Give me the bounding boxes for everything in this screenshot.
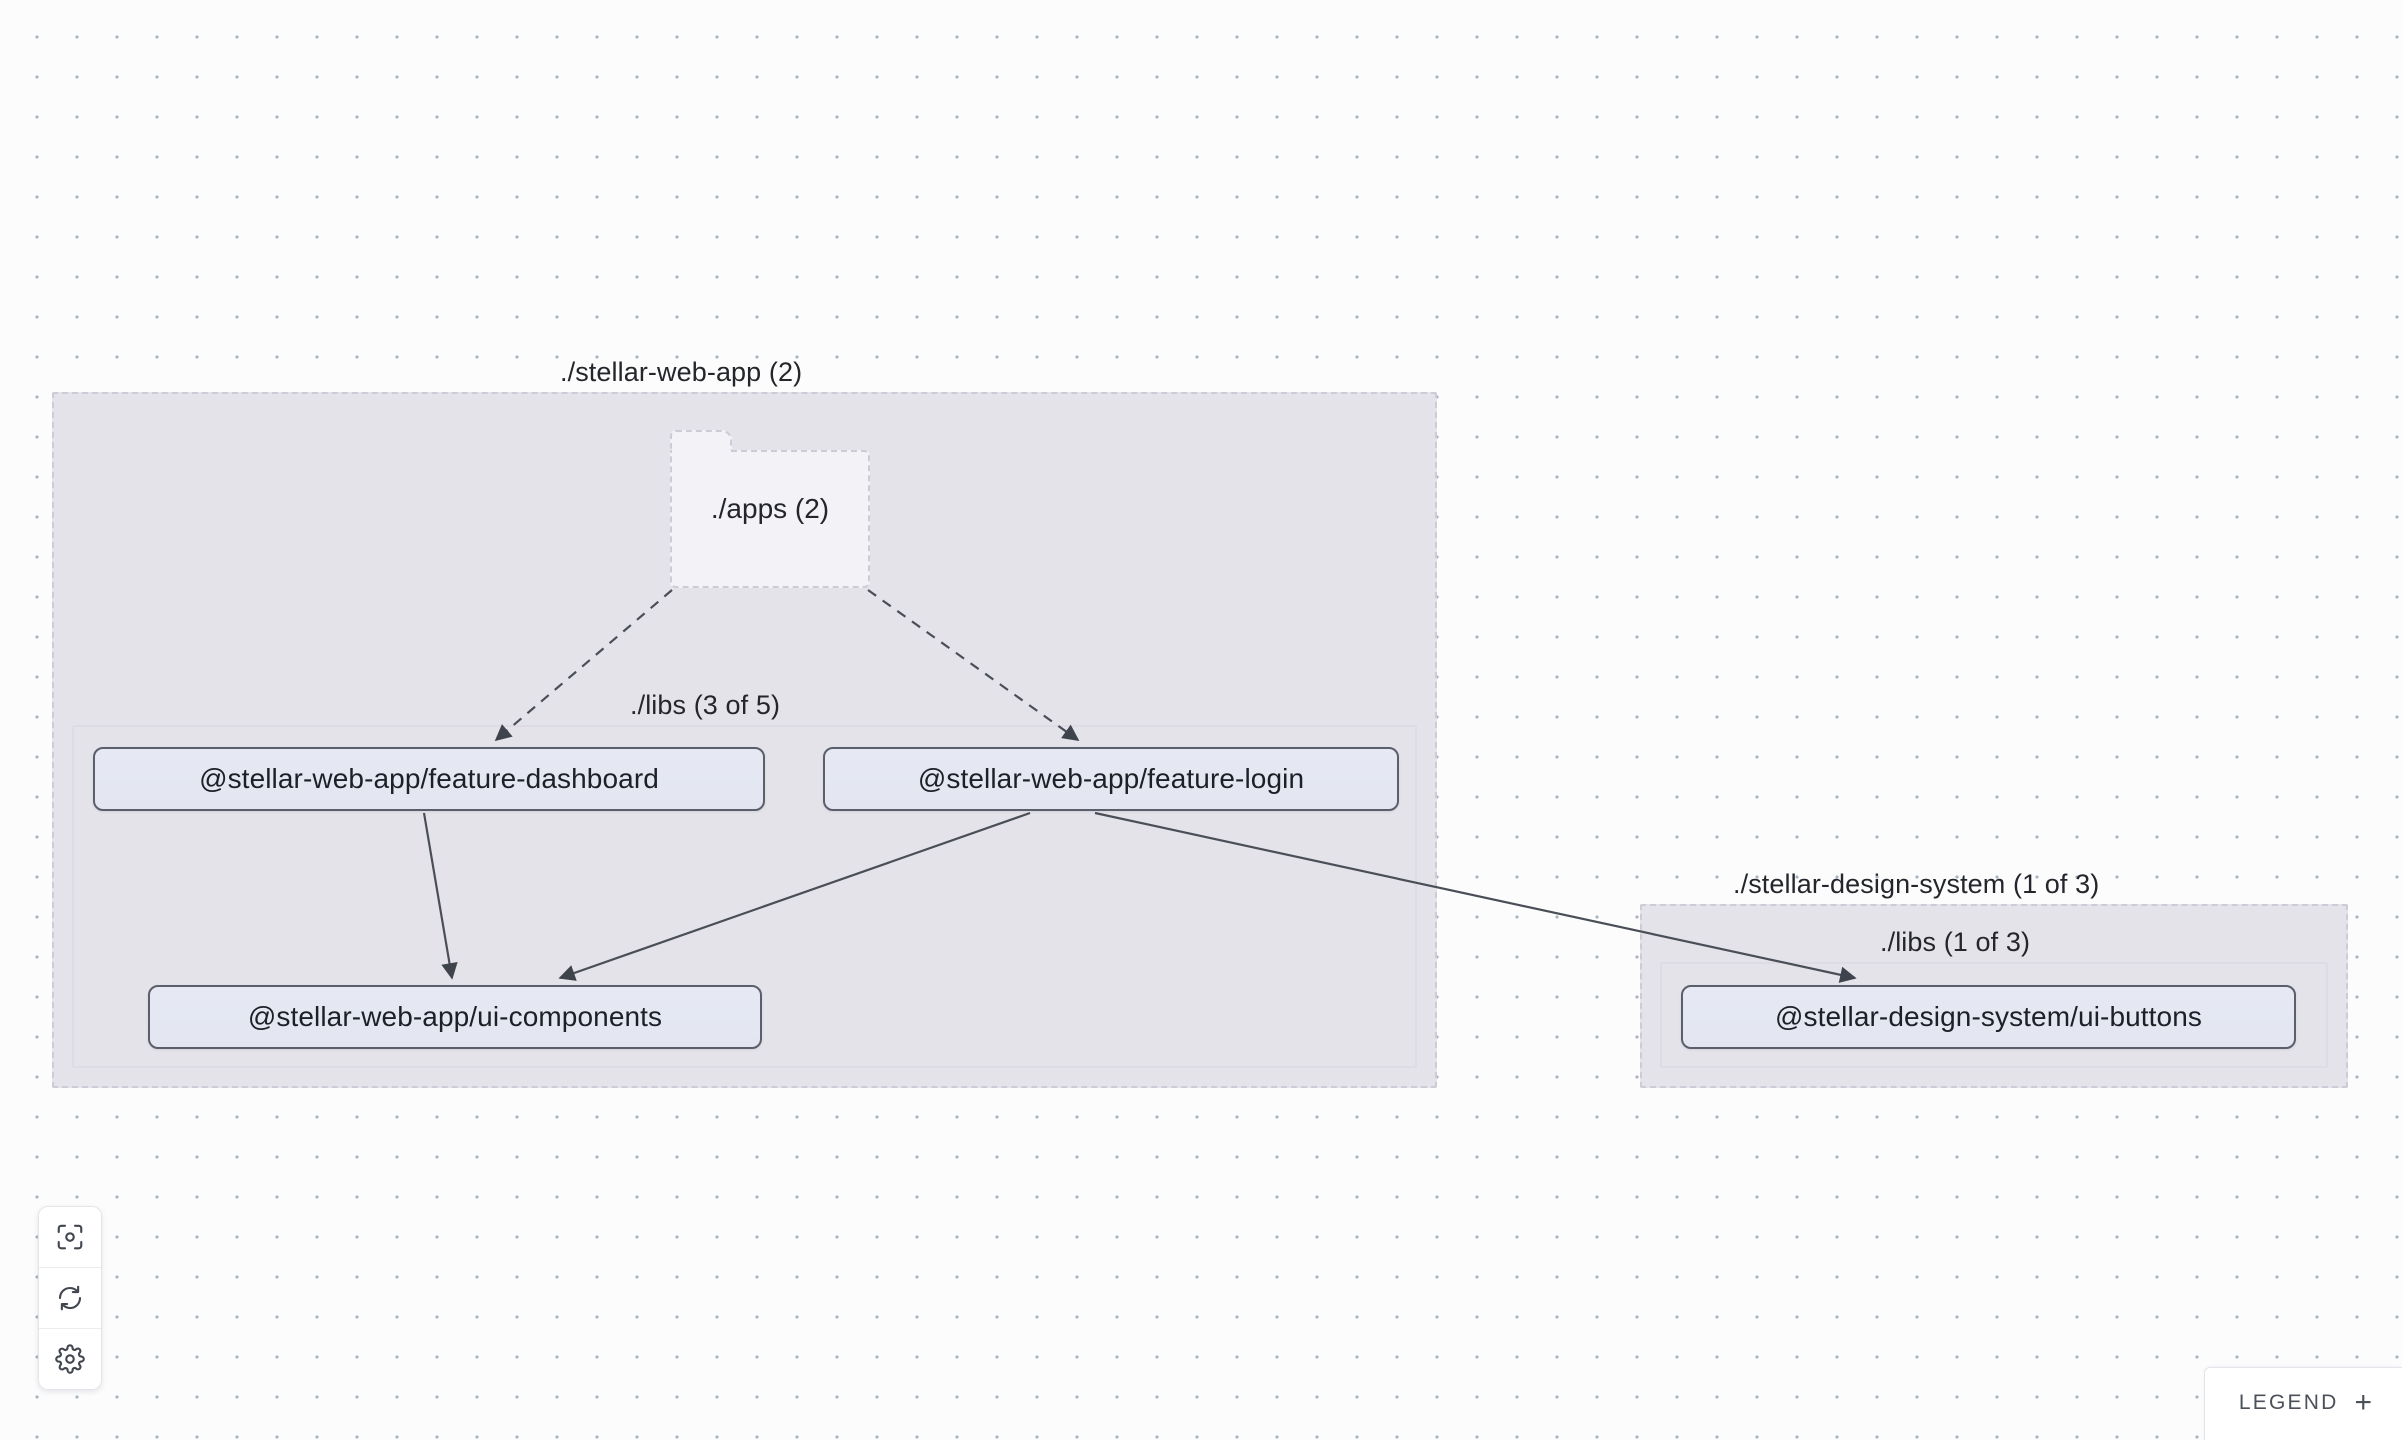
node-ui-components[interactable]: @stellar-web-app/ui-components	[148, 985, 762, 1049]
node-label-feature-dashboard: @stellar-web-app/feature-dashboard	[199, 763, 659, 794]
node-label-ui-buttons: @stellar-design-system/ui-buttons	[1775, 1001, 2202, 1032]
legend-expand-icon[interactable]: +	[2354, 1386, 2372, 1419]
node-ui-buttons[interactable]: @stellar-design-system/ui-buttons	[1681, 985, 2296, 1049]
node-label-ui-components: @stellar-web-app/ui-components	[247, 1001, 663, 1032]
folder-node-apps[interactable]: ./apps (2)	[670, 430, 870, 588]
refresh-icon	[55, 1283, 85, 1313]
gear-icon	[55, 1344, 85, 1374]
group-label-stellar-web-app: ./stellar-web-app (2)	[560, 357, 803, 387]
focus-target-icon-button[interactable]	[39, 1207, 101, 1268]
focus-target-icon	[55, 1222, 85, 1252]
refresh-icon-button[interactable]	[39, 1268, 101, 1329]
gear-icon-button[interactable]	[39, 1329, 101, 1389]
canvas-toolbar[interactable]	[38, 1206, 102, 1390]
group-label-stellar-design-system-libs: ./libs (1 of 3)	[1880, 927, 2031, 957]
group-label-stellar-design-system: ./stellar-design-system (1 of 3)	[1733, 869, 2100, 899]
legend-label: LEGEND	[2238, 1391, 2339, 1414]
folder-body	[670, 450, 870, 588]
node-feature-login[interactable]: @stellar-web-app/feature-login	[823, 747, 1399, 811]
group-label-stellar-web-app-libs: ./libs (3 of 5)	[630, 690, 781, 720]
node-feature-dashboard[interactable]: @stellar-web-app/feature-dashboard	[93, 747, 765, 811]
node-label-feature-login: @stellar-web-app/feature-login	[917, 763, 1305, 794]
folder-label-apps: ./apps (2)	[710, 493, 830, 524]
legend-panel[interactable]: LEGEND +	[2203, 1367, 2402, 1440]
